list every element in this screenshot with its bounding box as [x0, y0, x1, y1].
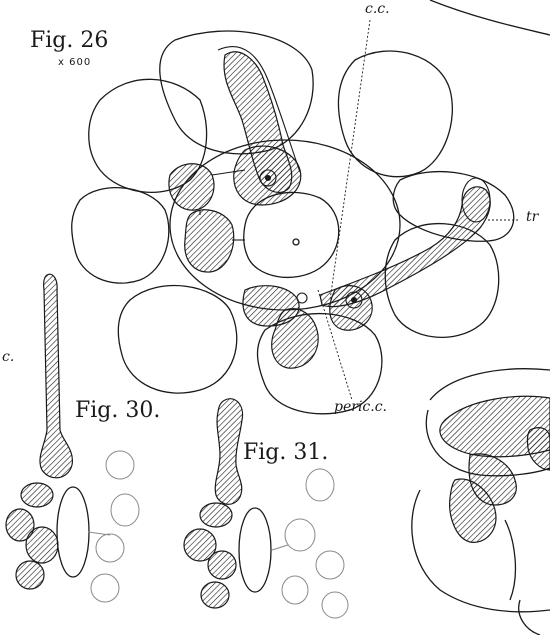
partial-hatched: [440, 396, 550, 542]
fig26-title: Fig. 26: [30, 30, 108, 52]
fig26-hatched-cells: [169, 52, 490, 368]
partial-cell-outer-1: [430, 369, 550, 400]
fig31-faint-1: [306, 469, 334, 501]
fig31-lobe-1: [200, 503, 232, 527]
partial-cell-outer-4: [505, 520, 515, 600]
fig31-faint-2: [285, 519, 315, 551]
fig30-lobe-1: [21, 483, 53, 507]
fig31-hatched-lobes: [184, 503, 236, 608]
fig30-lobe-4: [16, 561, 44, 589]
hatched-cell-left-2: [185, 210, 234, 272]
fig31-group: [184, 399, 348, 618]
fig30-faint-2: [111, 494, 139, 526]
fig31-faint-4: [282, 576, 308, 604]
nucleus-lower-mid: [297, 293, 307, 303]
fig30-title: Fig. 30.: [75, 400, 160, 422]
fig30-duct: [40, 274, 72, 478]
cell-top-right-partial: [430, 0, 550, 35]
partial-cell-outer-5: [519, 600, 540, 635]
central-nucleus: [293, 239, 299, 245]
fig31-faint-link: [272, 545, 288, 550]
fig31-lobe-4: [201, 582, 229, 608]
cell-bottom-left: [118, 286, 236, 394]
nucleus-lower-right-dot: [352, 298, 357, 303]
cell-far-left: [72, 188, 169, 283]
fig31-central-cell: [239, 508, 271, 592]
fig31-title: Fig. 31.: [243, 442, 328, 464]
fig30-faint-link: [88, 532, 110, 535]
fig30-hatched-lobes: [6, 483, 58, 589]
fig31-duct: [215, 399, 242, 505]
cc-label: c.c.: [365, 2, 390, 16]
fig30-faint-1: [106, 451, 134, 479]
partial-fig-right: [412, 369, 550, 635]
leader-cc: [330, 20, 370, 300]
fig30-lobe-3: [26, 527, 58, 563]
magnification-label: x 600: [58, 58, 91, 68]
fig31-faint-5: [322, 592, 348, 618]
nucleus-upper-dot: [266, 176, 271, 181]
hatched-duct-right: [320, 187, 490, 307]
fig31-faint-cells: [272, 469, 348, 618]
fig30-faint-3: [96, 534, 124, 562]
peric-c-label: peric.c.: [334, 400, 387, 414]
fig30-central-cell: [57, 487, 89, 577]
fig30-faint-4: [91, 574, 119, 602]
fig31-lobe-3: [208, 551, 236, 579]
hatched-cell-left-1: [169, 164, 214, 210]
tr-label: tr: [526, 210, 538, 224]
c-left-label: c.: [2, 350, 14, 364]
hatched-cell-lower-2: [272, 309, 318, 368]
fig30-faint-cells: [88, 451, 139, 602]
fig31-faint-3: [316, 551, 344, 579]
partial-hatched-4: [527, 428, 550, 470]
